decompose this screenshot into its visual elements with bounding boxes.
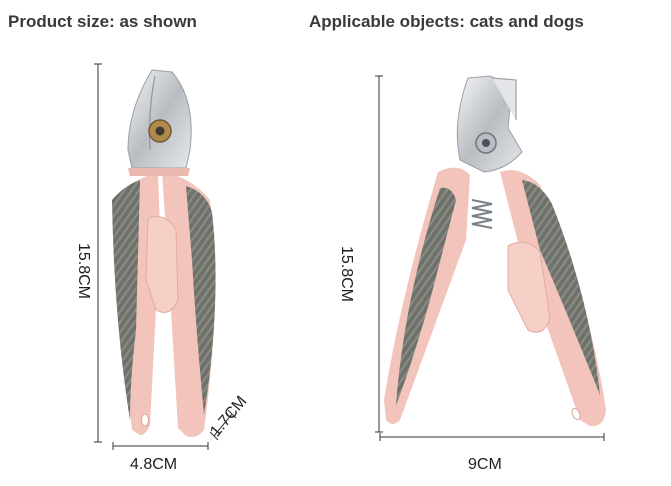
nail-clipper-closed <box>112 69 216 438</box>
nail-clipper-open <box>384 75 606 427</box>
caption-product-size: Product size: as shown <box>8 12 197 31</box>
hang-hole-icon <box>141 413 149 427</box>
spring-icon <box>471 199 493 229</box>
dimension-lines <box>94 63 605 450</box>
dimension-right-height: 15.8CM <box>338 245 356 303</box>
caption-applicable-objects: Applicable objects: cats and dogs <box>309 12 584 31</box>
dimension-left-height: 15.8CM <box>75 242 93 300</box>
dimension-right-width: 9CM <box>468 456 502 473</box>
dimension-left-width: 4.8CM <box>130 456 178 473</box>
